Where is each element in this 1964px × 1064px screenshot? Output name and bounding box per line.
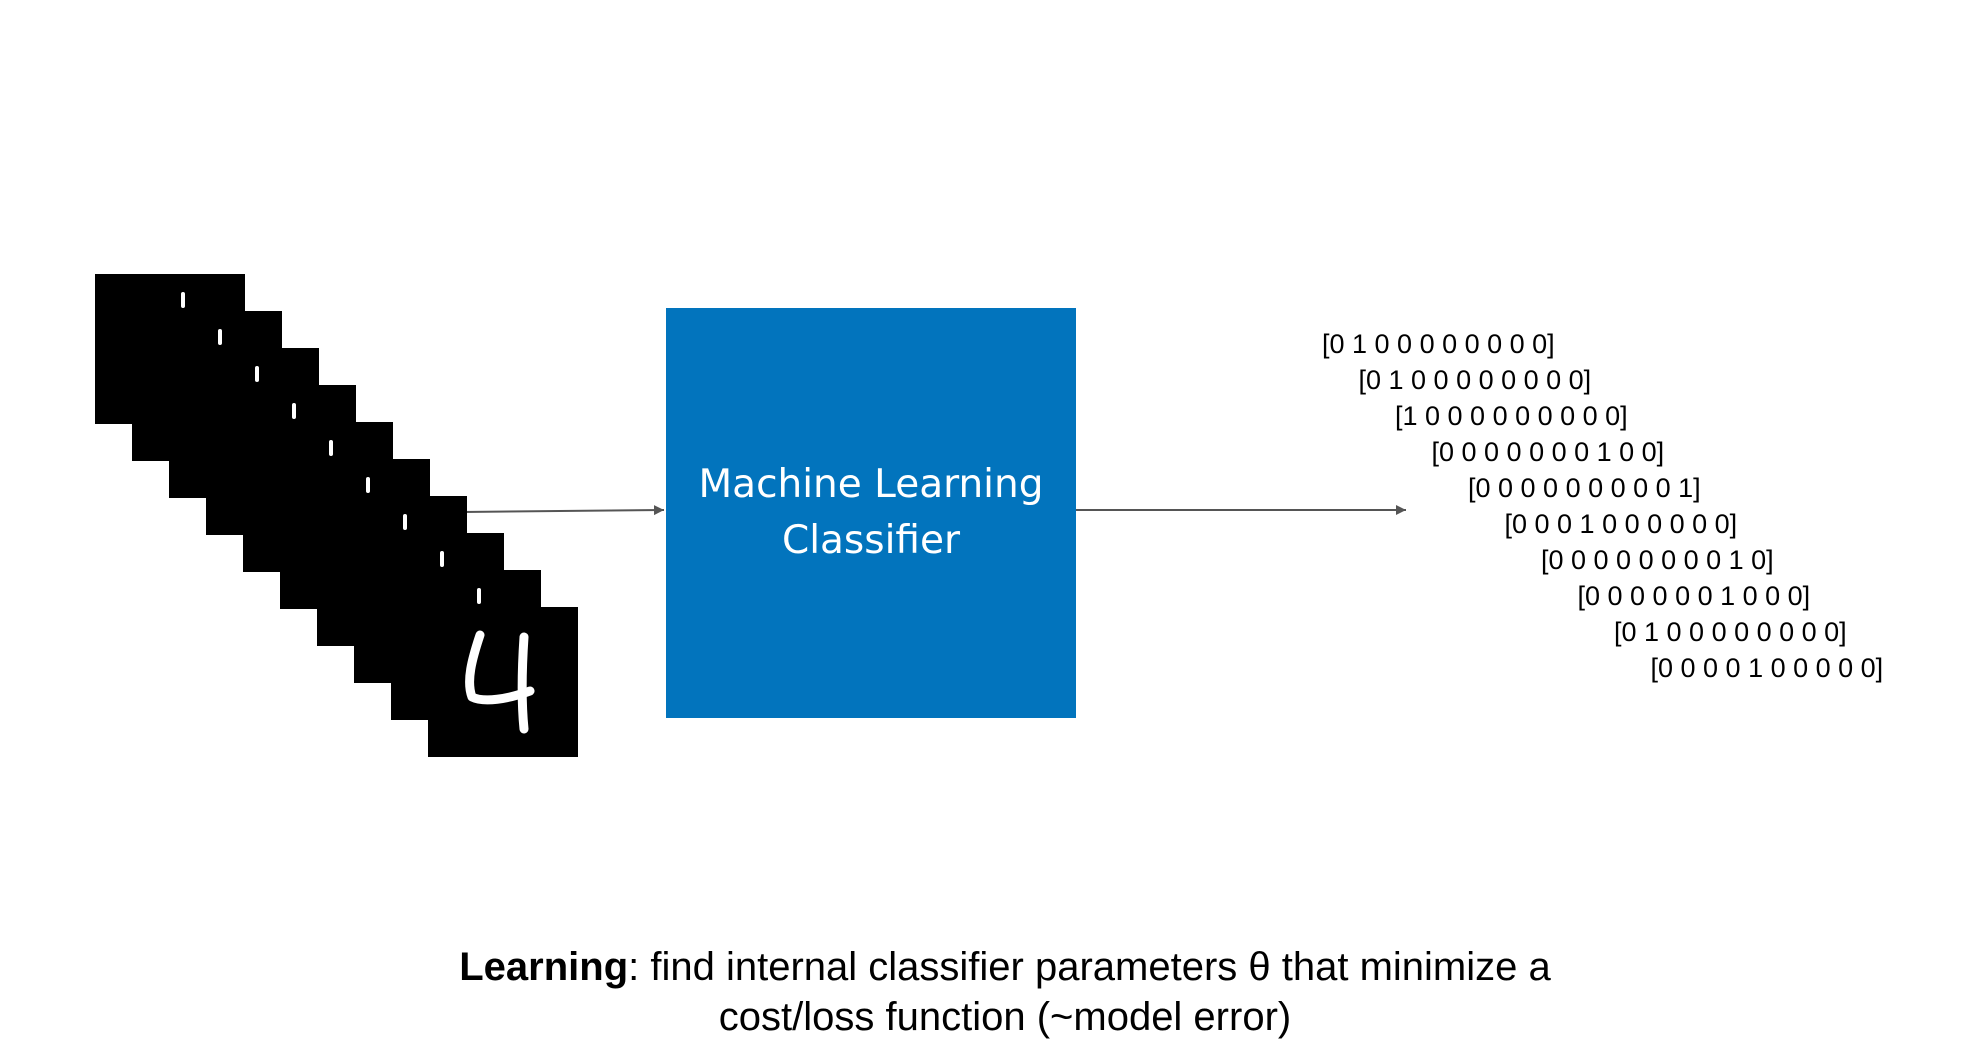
output-vector: [0 1 0 0 0 0 0 0 0 0] xyxy=(1358,365,1592,395)
output-vector: [0 0 0 1 0 0 0 0 0 0] xyxy=(1504,509,1738,539)
digit-stroke xyxy=(440,551,444,567)
output-vector: [0 0 0 0 0 0 0 0 0 1] xyxy=(1468,473,1701,503)
digit-stroke xyxy=(403,514,407,530)
digit-glyph xyxy=(465,630,535,734)
caption-text: : find internal classifier parameters θ … xyxy=(628,945,1551,1039)
digit-stroke xyxy=(329,440,333,456)
digit-stroke xyxy=(255,366,259,382)
output-vector: [0 1 0 0 0 0 0 0 0 0] xyxy=(1322,329,1555,359)
output-vector: [0 0 0 0 0 0 0 1 0 0] xyxy=(1431,437,1665,467)
digit-stroke xyxy=(292,403,296,419)
output-vector: [0 0 0 0 1 0 0 0 0 0] xyxy=(1650,653,1884,683)
digit-stroke xyxy=(181,292,185,308)
output-vector: [0 0 0 0 0 0 1 0 0 0] xyxy=(1577,581,1811,611)
input-to-classifier-arrow xyxy=(462,505,665,516)
caption-term: Learning xyxy=(459,945,629,989)
digit-stroke xyxy=(477,588,481,604)
caption: Learning: find internal classifier param… xyxy=(380,942,1630,1042)
output-vector: [1 0 0 0 0 0 0 0 0 0] xyxy=(1395,401,1628,431)
classifier-box: Machine Learning Classifier xyxy=(666,308,1076,718)
output-vector: [0 0 0 0 0 0 0 0 1 0] xyxy=(1541,545,1774,575)
front-digit-image xyxy=(428,607,578,757)
digit-stroke xyxy=(218,329,222,345)
output-vector: [0 1 0 0 0 0 0 0 0 0] xyxy=(1614,617,1847,647)
classifier-label: Machine Learning Classifier xyxy=(698,462,1044,563)
digit-stroke xyxy=(366,477,370,493)
